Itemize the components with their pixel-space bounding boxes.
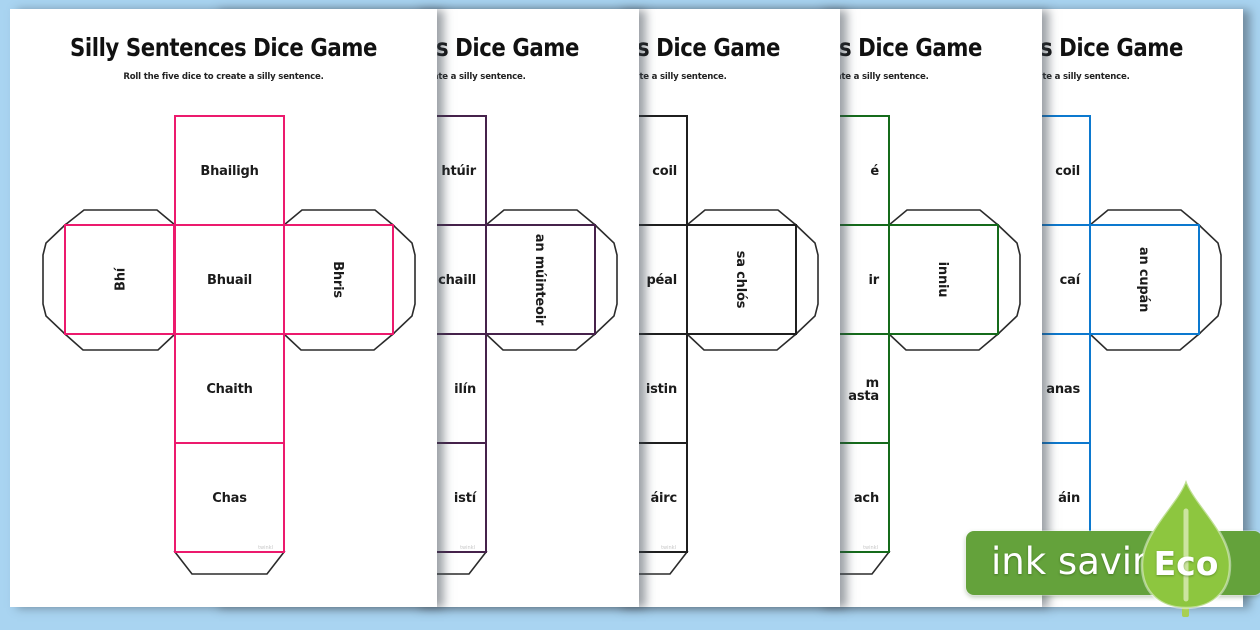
dice-face-word: ir xyxy=(868,273,879,288)
dice-face-word: htúir xyxy=(441,164,476,179)
dice-face-word: anas xyxy=(1046,382,1080,397)
dice-face-word: coil xyxy=(1055,164,1080,179)
dice-face-word: caí xyxy=(1060,273,1082,288)
dice-face-word: istin xyxy=(646,382,677,397)
dice-face-word: Bhris xyxy=(330,261,345,298)
glue-flap xyxy=(62,209,178,226)
dice-face xyxy=(686,224,797,335)
watermark: twinkl xyxy=(460,545,475,551)
dice-face-word: Chas xyxy=(212,491,247,506)
glue-flap xyxy=(173,551,286,575)
glue-flap xyxy=(483,333,597,351)
dice-face xyxy=(887,224,999,335)
dice-face-word: Bhí xyxy=(114,266,129,291)
watermark: twinkl xyxy=(661,545,676,551)
glue-flap xyxy=(996,223,1021,336)
watermark: twinkl xyxy=(258,545,273,551)
glue-flap xyxy=(42,223,66,336)
dice-face xyxy=(174,224,285,335)
dice-face-word: ach xyxy=(853,491,878,506)
dice-face-word: an múinteoir xyxy=(532,234,547,326)
dice-face xyxy=(174,442,285,553)
eco-label: Eco xyxy=(1153,544,1219,583)
glue-flap xyxy=(281,333,396,351)
dice-face-word: Bhuail xyxy=(207,273,252,288)
glue-flap xyxy=(483,209,597,226)
glue-flap xyxy=(684,209,799,226)
dice-face-word: istí xyxy=(453,491,477,506)
dice-face xyxy=(1089,224,1200,335)
page-subtitle: Roll the five dice to create a silly sen… xyxy=(123,72,324,82)
eco-leaf-icon xyxy=(1140,477,1232,617)
glue-flap xyxy=(62,333,178,351)
dice-face-word: inniu xyxy=(935,262,950,298)
dice-face-word: ilín xyxy=(454,382,476,397)
glue-flap xyxy=(281,209,396,226)
dice-face-word: é xyxy=(870,164,879,179)
glue-flap xyxy=(795,223,819,336)
glue-flap xyxy=(1198,223,1222,336)
glue-flap xyxy=(1087,333,1202,351)
glue-flap xyxy=(593,223,618,336)
dice-face-word: chaill xyxy=(438,273,476,288)
dice-face xyxy=(484,224,596,335)
dice-face xyxy=(283,224,394,335)
watermark: twinkl xyxy=(863,545,878,551)
dice-face xyxy=(174,333,285,444)
glue-flap xyxy=(886,209,1000,226)
glue-flap xyxy=(684,333,799,351)
dice-face-word: áin xyxy=(1058,491,1080,506)
dice-face-word: Chaith xyxy=(206,382,252,397)
dice-face-word: Bhailigh xyxy=(200,164,258,179)
dice-face-word: an cupán xyxy=(1136,247,1151,312)
glue-flap xyxy=(1087,209,1202,226)
dice-face xyxy=(64,224,175,335)
dice-face xyxy=(174,115,285,226)
dice-face-word: coil xyxy=(652,164,677,179)
glue-flap xyxy=(886,333,1000,351)
dice-face-word: áirc xyxy=(650,491,677,506)
dice-face-word: sa chlós xyxy=(733,251,748,309)
dice-face-word: péal xyxy=(646,273,677,288)
page-title: Silly Sentences Dice Game xyxy=(69,33,378,62)
glue-flap xyxy=(392,223,416,336)
